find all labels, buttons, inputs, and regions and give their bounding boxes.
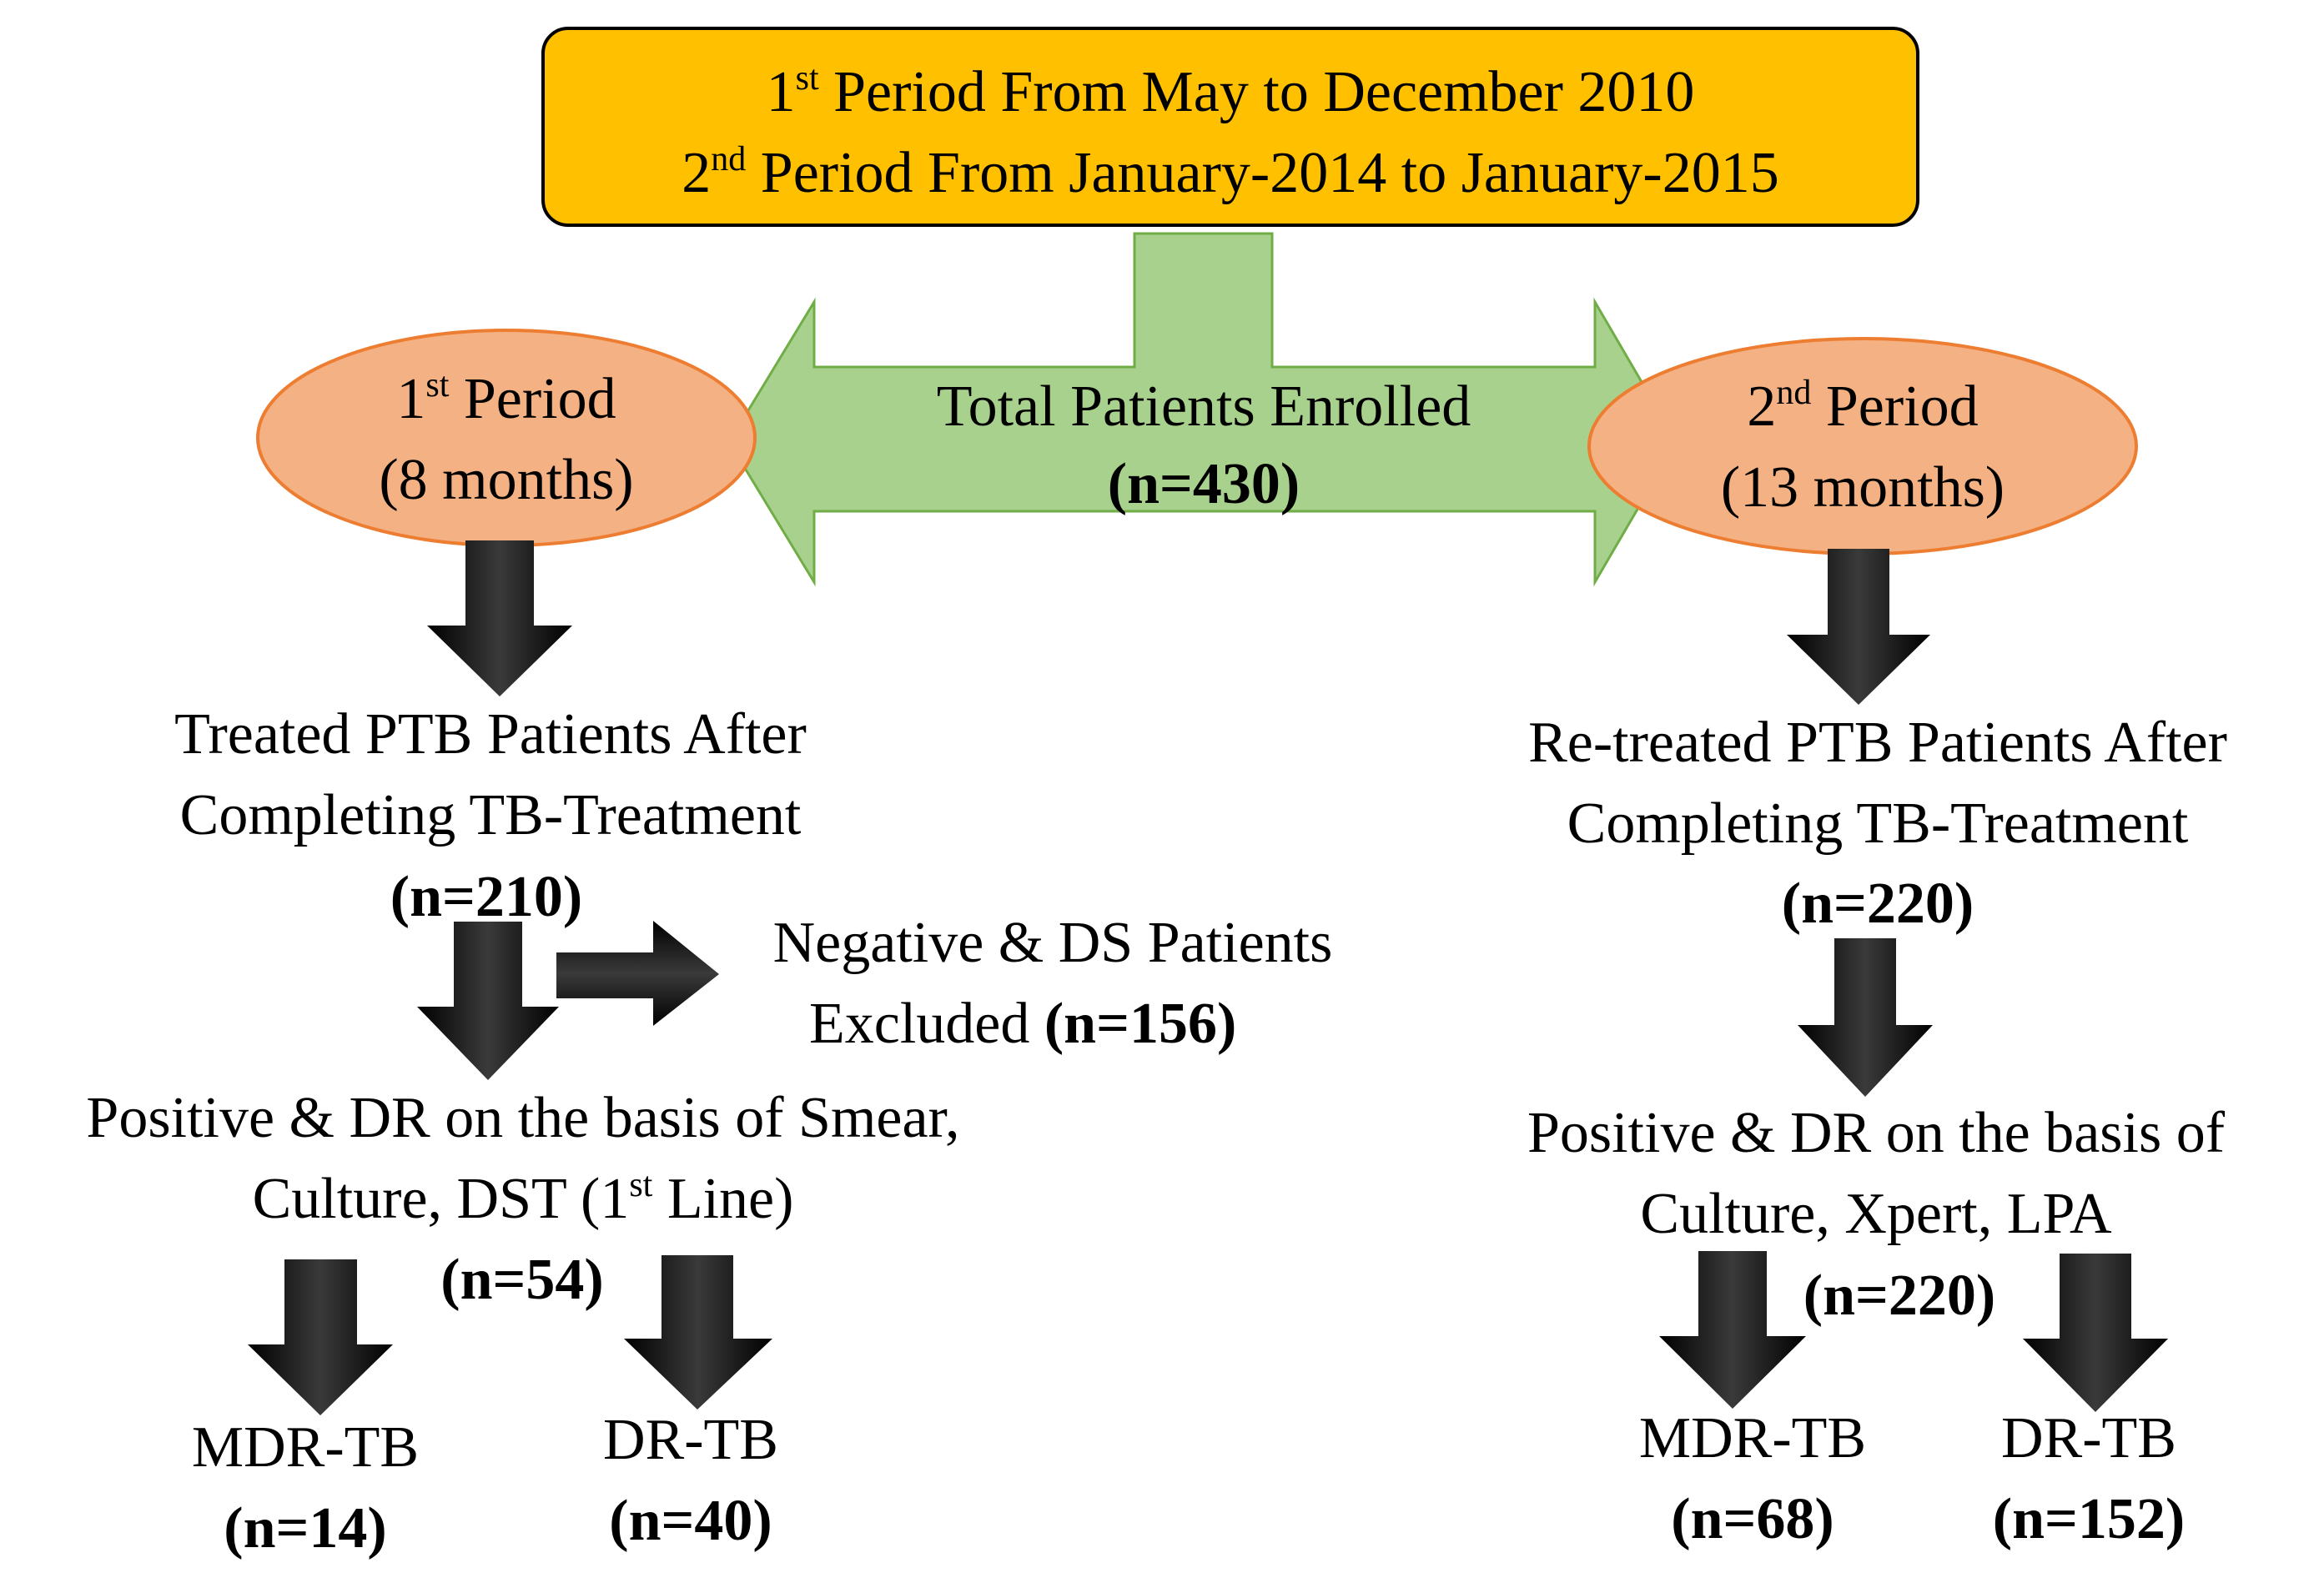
period-range-box (541, 27, 1919, 227)
left-positive-line1: Positive & DR on the basis of Smear, (86, 1086, 959, 1150)
total-enrolled-count: (n=430) (1108, 452, 1300, 516)
right-positive-line1: Positive & DR on the basis of (1527, 1101, 2226, 1165)
left-mdr-label: MDR-TB (192, 1415, 419, 1480)
first-period-duration: (8 months) (379, 448, 633, 512)
retreated-count: (n=220) (1782, 872, 1974, 936)
first-period-ellipse (256, 329, 757, 547)
treated-line1: Treated PTB Patients After (174, 702, 807, 766)
left-positive-line2: Culture, DST (1st Line) (253, 1166, 794, 1231)
total-enrolled-label: Total Patients Enrolled (937, 374, 1471, 439)
first-period-label: 1st Period (396, 366, 616, 431)
left-mdr-count: (n=14) (224, 1496, 386, 1560)
second-period-duration: (13 months) (1721, 455, 2005, 520)
left-dr-label: DR-TB (603, 1408, 778, 1472)
period-range-line2: 2nd Period From January-2014 to January-… (682, 140, 1778, 205)
down-arrow-first-period (427, 540, 572, 696)
treated-count: (n=210) (390, 865, 582, 929)
excluded-line2: Excluded (n=156) (809, 992, 1236, 1056)
retreated-line2: Completing TB-Treatment (1567, 791, 2189, 856)
left-positive-count: (n=54) (440, 1248, 603, 1312)
right-dr-count: (n=152) (1993, 1487, 2185, 1551)
second-period-ellipse (1587, 337, 2138, 555)
down-arrow-second-period (1787, 549, 1930, 705)
down-arrow-left-dr (624, 1255, 772, 1410)
retreated-line1: Re-treated PTB Patients After (1528, 711, 2227, 775)
right-mdr-label: MDR-TB (1639, 1406, 1866, 1470)
left-dr-count: (n=40) (609, 1489, 772, 1553)
period-range-line1: 1st Period From May to December 2010 (767, 59, 1695, 124)
right-arrow-excluded (556, 921, 719, 1026)
down-arrow-right-mdr (1659, 1251, 1806, 1409)
right-positive-line2: Culture, Xpert, LPA (1640, 1182, 2112, 1246)
down-arrow-right-dr (2023, 1254, 2168, 1412)
right-positive-count: (n=220) (1803, 1264, 1995, 1328)
excluded-line1: Negative & DS Patients (773, 911, 1333, 975)
right-mdr-count: (n=68) (1671, 1487, 1834, 1551)
down-arrow-retreated (1798, 938, 1933, 1097)
down-arrow-treated (417, 922, 559, 1080)
second-period-label: 2nd Period (1747, 374, 1978, 439)
treated-line2: Completing TB-Treatment (180, 783, 802, 847)
right-dr-label: DR-TB (2001, 1406, 2176, 1470)
total-enrolled-double-arrow (727, 232, 1678, 587)
down-arrow-left-mdr (248, 1259, 393, 1415)
